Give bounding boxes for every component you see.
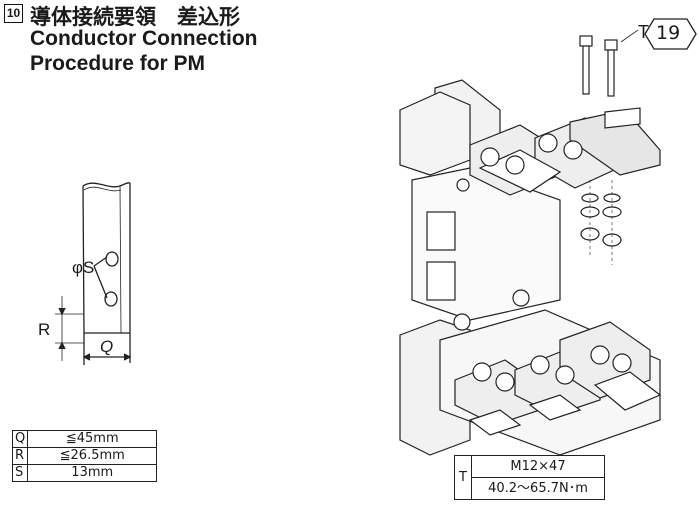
title-japanese: 導体接続要領 差込形 (30, 5, 240, 29)
table-row: S 13mm (11, 464, 158, 482)
torque-value: 40.2～65.7N･m (471, 477, 605, 500)
dimension-key: S (11, 464, 29, 482)
dimension-value: ≦26.5mm (27, 447, 158, 465)
r-dimension-label: R (38, 320, 51, 339)
table-row: R ≦26.5mm (11, 447, 158, 465)
title-english-line1: Conductor Connection (30, 27, 258, 50)
dimension-table: Q ≦45mm R ≦26.5mm S 13mm (11, 430, 158, 482)
bolt-label: T (638, 22, 649, 42)
step-number: 19 (656, 22, 681, 44)
table-row: T M12×47 (454, 455, 605, 500)
dimension-value: ≦45mm (27, 430, 158, 448)
table-row: Q ≦45mm (11, 430, 158, 448)
conductor-bar-drawing (55, 182, 132, 365)
q-dimension-label: Q (100, 337, 114, 356)
dimension-key: R (11, 447, 29, 465)
bolt-size: M12×47 (471, 455, 605, 478)
hole-diameter-label: φS (72, 258, 95, 277)
assembly-drawing (399, 29, 662, 456)
torque-key: T (454, 455, 472, 500)
dimension-value: 13mm (27, 464, 158, 482)
section-number-box: 10 (4, 4, 23, 23)
title-english-line2: Procedure for PM (30, 52, 206, 75)
table-row: 40.2～65.7N･m (455, 477, 605, 500)
step-badge-hexagon (644, 18, 697, 50)
dimension-key: Q (11, 430, 29, 448)
torque-table: T M12×47 40.2～65.7N･m (454, 455, 605, 500)
